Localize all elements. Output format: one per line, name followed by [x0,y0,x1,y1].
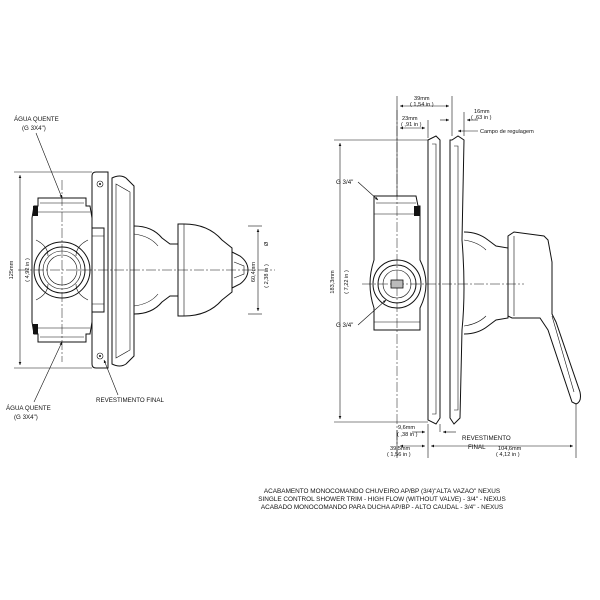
left-view: 125mm ( 4,92 in ) 60,4mm ( 2,38 in ) Ø Á… [6,116,275,421]
dim-height-right-in: ( 7,22 in ) [344,270,350,294]
lever-handle [507,231,581,405]
dim-39-in: ( 1,54 in ) [410,102,434,108]
caption-line-pt: ACABAMENTO MONOCOMANDO CHUVEIRO AP/BP (3… [263,488,501,495]
label-hot-water-top-sub: (G 3X4") [22,125,46,132]
label-hot-water-bottom-sub: (G 3X4") [14,414,38,421]
leader-hot-water-bottom [33,341,63,403]
label-hot-water-bottom: ÁGUA QUENTE [6,405,51,412]
leader-final-trim-left [103,359,119,396]
dim-16: 16mm [474,109,490,115]
label-final-trim-right-1: REVESTIMENTO [462,435,511,442]
escutcheon-hub-right [463,231,509,335]
label-final-trim-left: REVESTIMENTO FINAL [96,397,165,404]
valve-body-side [369,195,427,331]
trim-plate-left [91,171,135,369]
trim-plate-right [427,135,465,425]
dim-diameter-mm: 60,4mm [251,262,257,283]
valve-sleeve [92,227,105,313]
label-final-trim-right-2: FINAL [468,444,486,451]
dim-top-right [396,96,478,196]
leader-g34-bottom [357,299,387,326]
leader-hot-water-top [35,132,63,199]
valve-body [31,197,93,343]
dim-height-left [14,171,92,369]
dim-height-right [334,139,428,423]
handle-knob-left [177,223,249,317]
dim-diameter-in: ( 2,38 in ) [264,264,270,288]
dim-104-6-in: ( 4,12 in ) [496,452,520,458]
dim-39-5-in: ( 1,56 in ) [387,452,411,458]
dim-9-6-in: ( ,38 in ) [397,432,418,438]
dim-39: 39mm [414,96,430,102]
caption-line-es: ACABADO MONOCOMANDO PARA DUCHA AP/BP - A… [260,504,504,512]
label-hot-water-top: ÁGUA QUENTE [14,116,59,123]
dim-height-left-in: ( 4,92 in ) [25,258,31,282]
dim-16-in: ( ,63 in ) [471,115,492,121]
dim-39-5: 39,5mm [390,446,411,452]
dim-104-6: 104,6mm [498,446,522,452]
dim-height-right-mm: 183,3mm [330,270,336,294]
caption-line-en: SINGLE CONTROL SHOWER TRIM - HIGH FLOW (… [258,496,506,504]
label-g34-bottom: G 3/4" [336,322,353,329]
dim-diameter [248,225,262,315]
dim-23: 23mm [402,116,418,122]
label-adjustment-range: Campo de regulagem [480,129,534,135]
label-g34-top: G 3/4" [336,179,353,186]
right-view: 39mm ( 1,54 in ) 23mm ( ,91 in ) 16mm ( … [330,96,581,458]
dim-23-in: ( ,91 in ) [401,122,422,128]
dim-9-6: 9,6mm [398,425,415,431]
dim-height-left-mm: 125mm [9,260,15,279]
leader-g34-top [357,181,379,201]
dim-bottom-right [396,404,577,458]
caption-block: ACABAMENTO MONOCOMANDO CHUVEIRO AP/BP (3… [222,488,542,513]
dim-diameter-symbol: Ø [264,241,270,246]
